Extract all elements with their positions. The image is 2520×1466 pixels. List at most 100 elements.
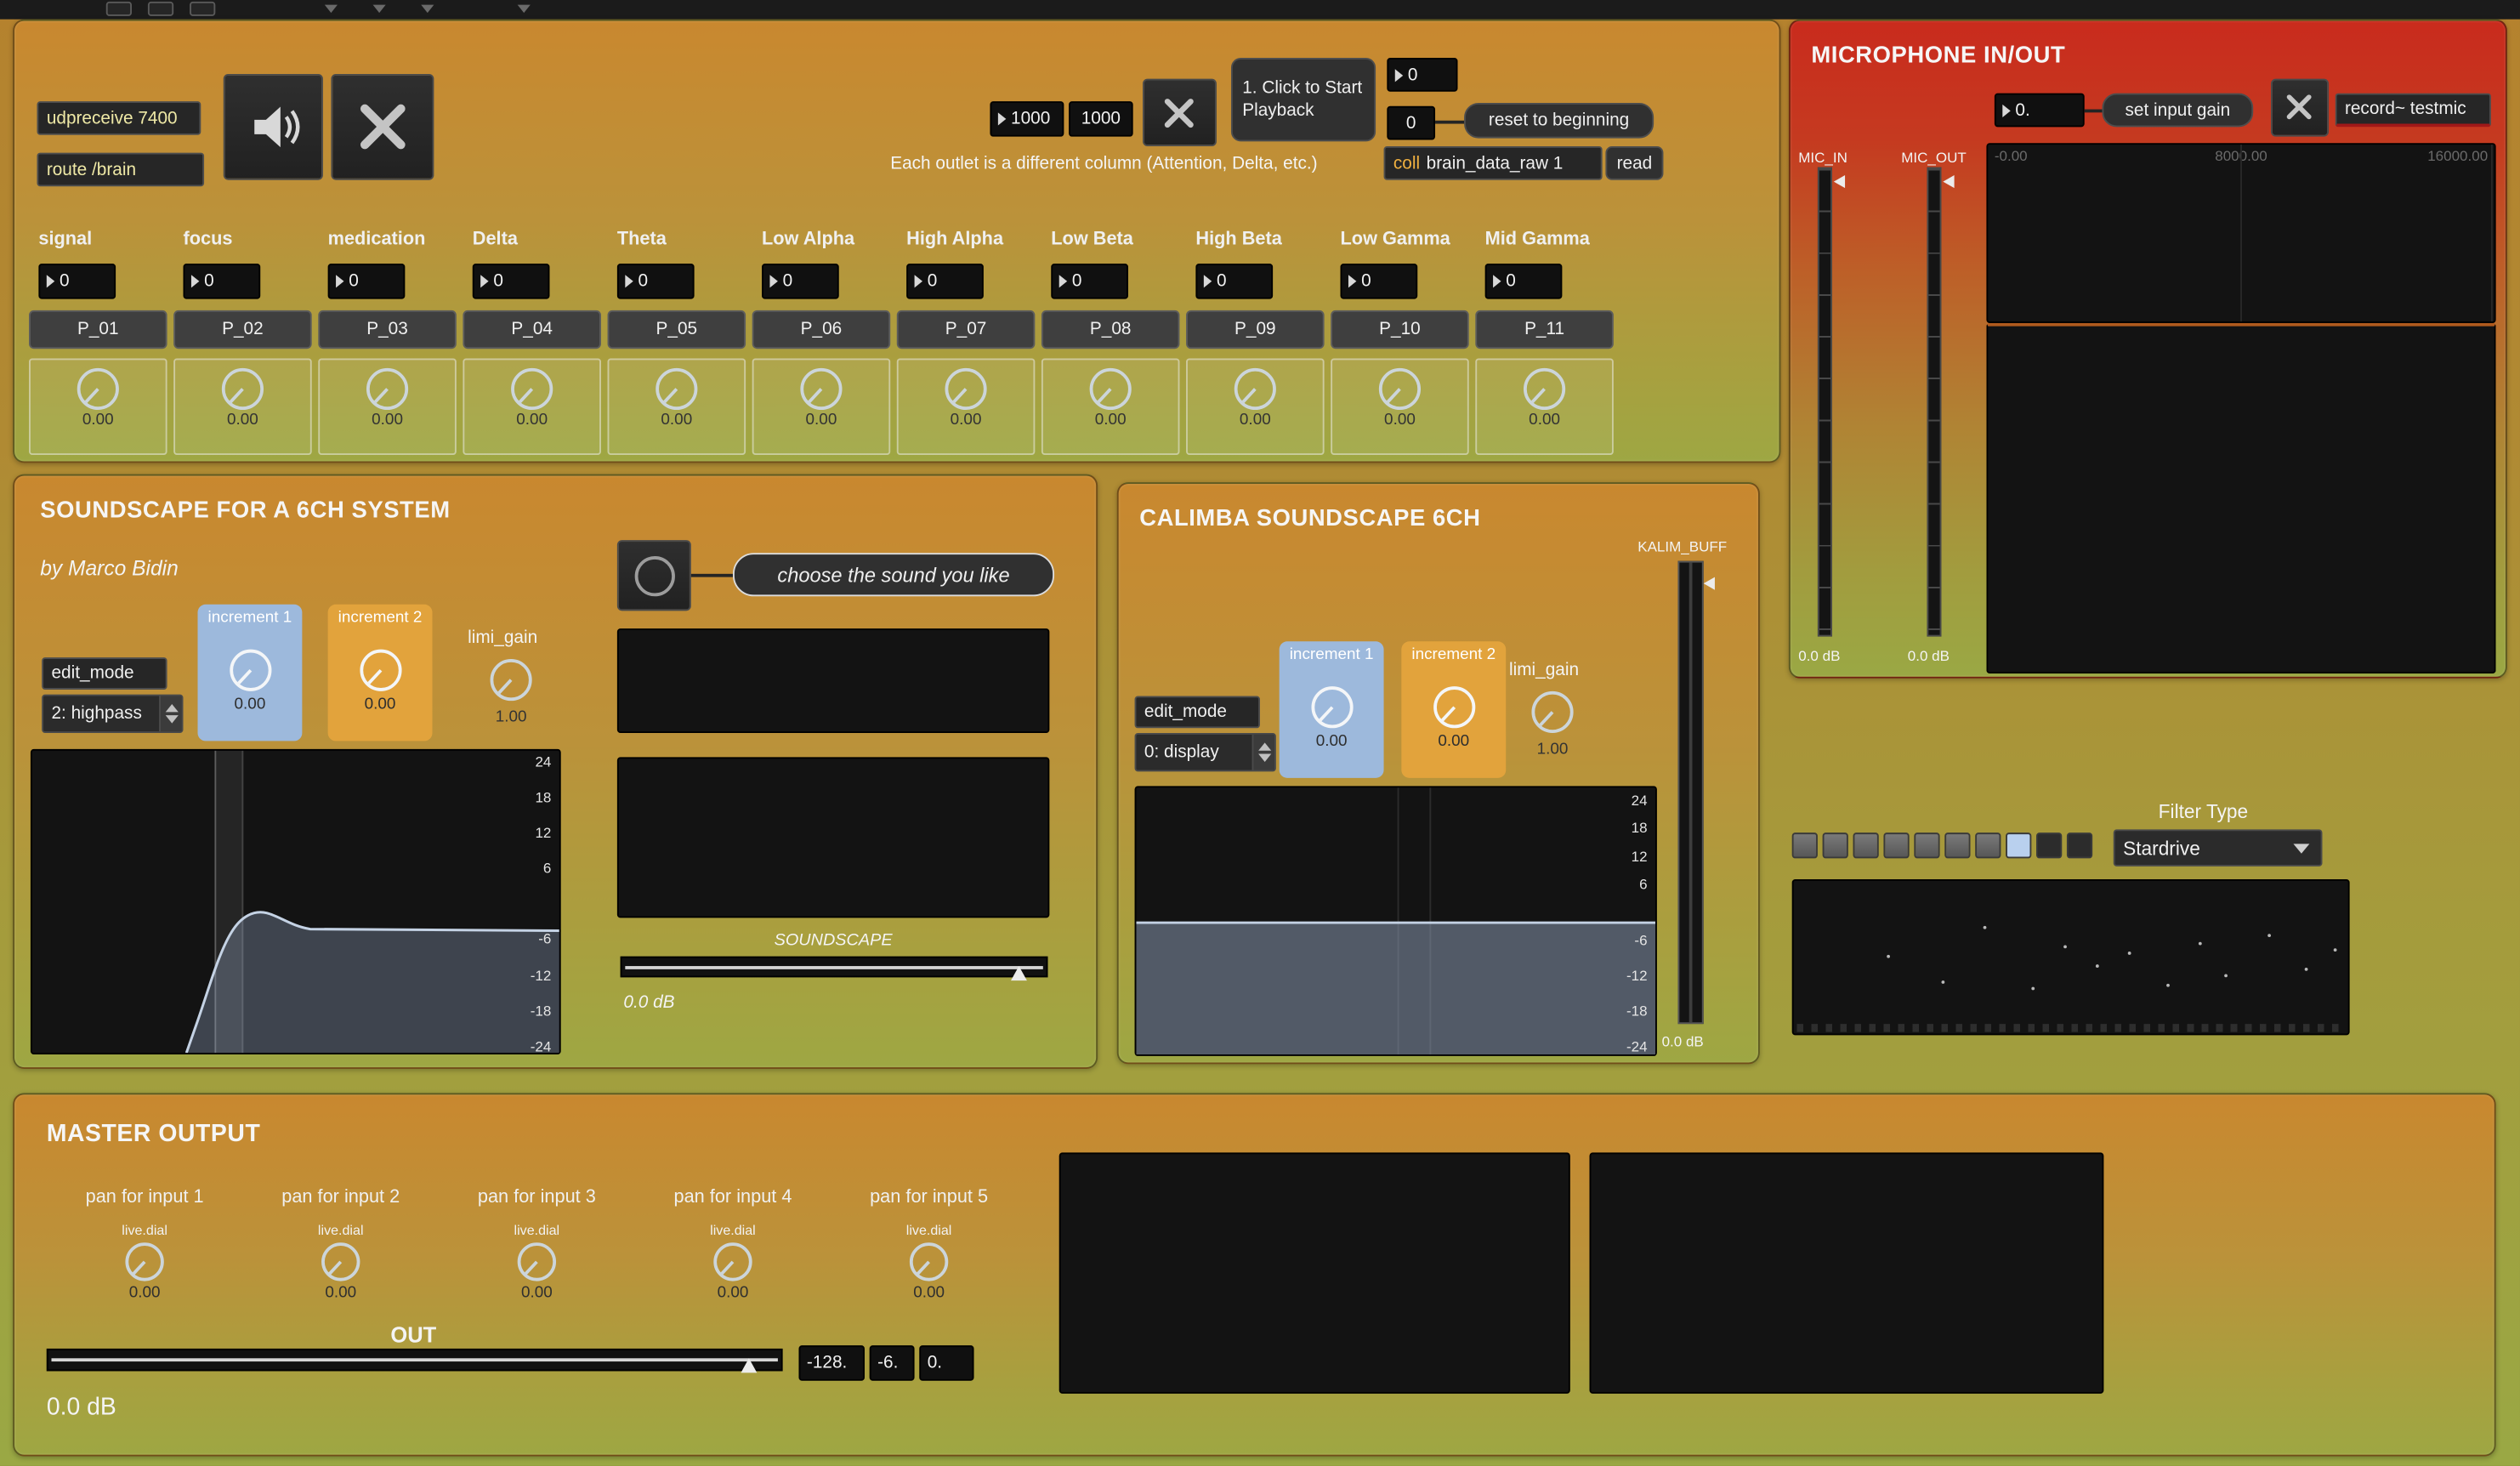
increment-2-module[interactable]: increment 2 0.00	[1401, 641, 1507, 778]
increment-1-dial[interactable]	[1310, 686, 1353, 729]
edit-mode-dropdown[interactable]: 0: display	[1134, 732, 1276, 772]
dial-cell[interactable]: 0.00	[1186, 358, 1325, 455]
mic-in-meter[interactable]	[1817, 167, 1832, 637]
master-gain-slider[interactable]	[46, 1348, 783, 1372]
counter-numbox-2[interactable]: 0	[1387, 105, 1436, 140]
soundscape-gain-slider[interactable]	[620, 956, 1048, 978]
preset-box[interactable]: P_01	[29, 310, 167, 349]
pan-dial[interactable]	[713, 1242, 752, 1281]
playback-toggle[interactable]	[1143, 78, 1217, 147]
column-numbox[interactable]: 0	[38, 264, 116, 299]
preset-box[interactable]: P_09	[1186, 310, 1325, 349]
record-object[interactable]: record~ testmic	[2335, 93, 2491, 128]
dial-knob[interactable]	[366, 367, 409, 411]
preset-button[interactable]	[1853, 832, 1879, 859]
gain-marker-icon[interactable]	[1833, 175, 1846, 189]
preset-box[interactable]: P_05	[607, 310, 746, 349]
column-numbox[interactable]: 0	[1195, 264, 1274, 299]
increment-2-module[interactable]: increment 2 0.00	[327, 604, 433, 742]
toolbar-icon[interactable]	[190, 1, 216, 16]
dial-knob[interactable]	[1378, 367, 1422, 411]
slider-handle-icon[interactable]	[1703, 577, 1715, 590]
slider-handle-icon[interactable]	[1010, 966, 1027, 981]
dial-knob[interactable]	[221, 367, 264, 411]
dial-knob[interactable]	[1524, 367, 1566, 411]
route-object[interactable]: route /brain	[37, 152, 205, 187]
spinner-icon[interactable]	[159, 696, 182, 732]
master-numbox-3[interactable]: 0.	[919, 1345, 974, 1381]
toolbar-chevron-icon[interactable]	[324, 4, 338, 14]
pan-dial[interactable]	[125, 1242, 164, 1281]
dial-knob[interactable]	[800, 367, 843, 411]
dial-cell[interactable]: 0.00	[29, 358, 167, 455]
preset-button[interactable]	[1975, 832, 2001, 859]
audio-on-button[interactable]	[223, 73, 323, 180]
pan-dial[interactable]	[321, 1242, 360, 1281]
set-input-gain-message[interactable]: set input gain	[2102, 93, 2254, 128]
increment-2-dial[interactable]	[1433, 686, 1475, 729]
edit-mode-dropdown[interactable]: 2: highpass	[42, 694, 184, 733]
slider-handle-icon[interactable]	[741, 1358, 758, 1373]
dial-knob[interactable]	[1234, 367, 1276, 411]
pan-dial[interactable]	[909, 1242, 949, 1281]
column-numbox[interactable]: 0	[1340, 264, 1418, 299]
dial-cell[interactable]: 0.00	[1475, 358, 1614, 455]
preset-box[interactable]: P_08	[1041, 310, 1180, 349]
column-numbox[interactable]: 0	[616, 264, 695, 299]
preset-box[interactable]: P_04	[463, 310, 601, 349]
master-numbox-2[interactable]: -6.	[869, 1345, 915, 1381]
dial-cell[interactable]: 0.00	[173, 358, 312, 455]
preset-button-active[interactable]	[2006, 832, 2032, 859]
dial-knob[interactable]	[511, 367, 553, 411]
dial-cell[interactable]: 0.00	[463, 358, 601, 455]
increment-1-module[interactable]: increment 1 0.00	[1279, 641, 1384, 778]
dial-knob[interactable]	[656, 367, 698, 411]
column-numbox[interactable]: 0	[906, 264, 984, 299]
pan-dial[interactable]	[517, 1242, 557, 1281]
column-numbox[interactable]: 0	[762, 264, 839, 299]
mic-out-meter[interactable]	[1927, 167, 1942, 637]
dial-cell[interactable]: 0.00	[607, 358, 746, 455]
dial-cell[interactable]: 0.00	[896, 358, 1036, 455]
dial-cell[interactable]: 0.00	[752, 358, 891, 455]
dial-knob[interactable]	[945, 367, 987, 411]
preset-box[interactable]: P_10	[1331, 310, 1469, 349]
spinner-icon[interactable]	[1251, 734, 1275, 770]
preset-button[interactable]	[1791, 832, 1818, 859]
sound-select-button[interactable]	[616, 540, 691, 611]
gain-marker-icon[interactable]	[1943, 175, 1955, 189]
increment-1-dial[interactable]	[229, 649, 271, 691]
eq-display-graph[interactable]: 24 18 12 6 -6 -12 -18 -24	[1134, 786, 1657, 1056]
preset-button[interactable]	[1883, 832, 1910, 859]
toolbar-chevron-icon[interactable]	[372, 4, 386, 14]
toolbar-icon[interactable]	[147, 1, 174, 16]
kalim-buff-slider[interactable]	[1677, 560, 1704, 1025]
master-numbox-1[interactable]: -128.	[798, 1345, 865, 1381]
column-numbox[interactable]: 0	[327, 264, 406, 299]
toolbar-icon[interactable]	[105, 1, 133, 16]
read-button[interactable]: read	[1605, 146, 1664, 180]
udpreceive-object[interactable]: udpreceive 7400	[37, 101, 201, 135]
input-gain-numbox[interactable]: 0.	[1994, 93, 2085, 128]
reset-message[interactable]: reset to beginning	[1464, 102, 1654, 139]
mic-stop-button[interactable]	[2270, 78, 2330, 137]
preset-button[interactable]	[2066, 832, 2093, 859]
preset-box[interactable]: P_06	[752, 310, 891, 349]
coll-object[interactable]: coll brain_data_raw 1	[1383, 146, 1603, 180]
dial-knob[interactable]	[77, 367, 119, 411]
preset-box[interactable]: P_07	[896, 310, 1036, 349]
limi-gain-dial[interactable]	[490, 659, 532, 702]
filter-graph[interactable]: 24 18 12 6 -6 -12 -18 -24	[30, 748, 561, 1055]
increment-1-module[interactable]: increment 1 0.00	[197, 604, 303, 742]
column-numbox[interactable]: 0	[1484, 264, 1563, 299]
rate-numbox-1[interactable]: 1000	[990, 101, 1064, 137]
column-numbox[interactable]: 0	[183, 264, 261, 299]
preset-button[interactable]	[1822, 832, 1848, 859]
dial-cell[interactable]: 0.00	[1331, 358, 1469, 455]
audio-off-button[interactable]	[331, 73, 434, 180]
preset-box[interactable]: P_03	[318, 310, 457, 349]
toolbar-chevron-icon[interactable]	[421, 4, 434, 14]
toolbar-chevron-icon[interactable]	[517, 4, 531, 14]
dial-cell[interactable]: 0.00	[318, 358, 457, 455]
rate-numbox-2[interactable]: 1000	[1069, 101, 1133, 137]
